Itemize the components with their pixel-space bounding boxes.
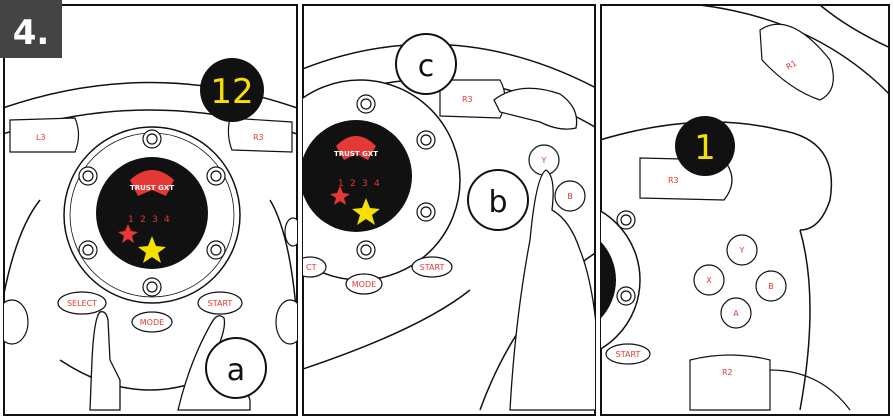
callout-letter: a [227, 353, 245, 388]
start-label: START [616, 350, 641, 359]
b-label: B [567, 192, 573, 201]
led-3: 3 [152, 215, 158, 225]
led-1: 1 [128, 215, 134, 225]
led-2: 2 [140, 215, 146, 225]
led-1: 1 [338, 179, 344, 189]
callout-number: 12 [210, 72, 253, 112]
led-4: 4 [374, 179, 380, 189]
callout-number: 1 [694, 128, 716, 168]
a-label: A [733, 309, 739, 318]
r3-label: R3 [668, 176, 679, 185]
mode-label: MODE [352, 280, 376, 289]
y-label: Y [739, 246, 745, 255]
callout-letter-b: b [488, 185, 507, 220]
r2-paddle [690, 355, 770, 410]
panel-1: L3 R3 TRUST GXT 1 2 3 4 [0, 5, 340, 415]
start-label: START [208, 299, 233, 308]
l3-label: L3 [36, 133, 46, 142]
brand-logo: TRUST GXT [130, 184, 174, 192]
mode-label: MODE [140, 318, 164, 327]
brand-logo: TRUST GXT [334, 150, 378, 158]
panel-2: R3 TRUST GXT 1 2 3 4 CT [260, 5, 600, 415]
y-label: Y [541, 156, 547, 165]
b-label: B [768, 282, 774, 291]
start-label: START [420, 263, 445, 272]
select-partial-label: CT [306, 263, 317, 272]
r2-label: R2 [722, 368, 733, 377]
r3-label: R3 [253, 133, 264, 142]
callout-letter-c: c [418, 49, 435, 84]
led-2: 2 [350, 179, 356, 189]
led-3: 3 [362, 179, 368, 189]
x-label: X [706, 276, 712, 285]
led-4: 4 [164, 215, 170, 225]
step-label: 4. [13, 13, 50, 53]
select-label: SELECT [67, 299, 97, 308]
r3-label: R3 [462, 95, 473, 104]
